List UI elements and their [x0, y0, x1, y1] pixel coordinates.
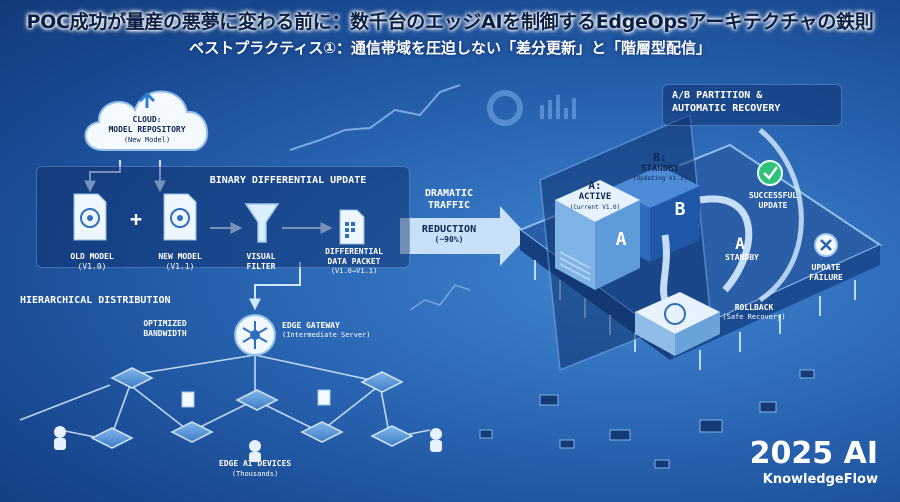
cloud-icon: [84, 90, 209, 151]
filter-label: VISUAL: [246, 252, 276, 261]
bandwidth-line2: BANDWIDTH: [143, 329, 187, 338]
old-model-version: (V1.0): [77, 262, 107, 271]
traffic-line3: REDUCTION: [421, 224, 477, 235]
failure-label-1: UPDATE: [811, 263, 841, 272]
traffic-line4: (~90%): [434, 235, 464, 244]
success-label-2: UPDATE: [758, 201, 788, 210]
brand-year: 2025 AI: [749, 436, 878, 471]
standby-a-letter: A: [735, 234, 745, 253]
partition-b-version: (Updating V1.1): [632, 175, 688, 182]
bandwidth-line1: OPTIMIZED: [143, 319, 187, 328]
rollback-sublabel: (Safe Recovery): [722, 313, 786, 321]
old-model-icon: [73, 193, 107, 241]
gateway-icon: [234, 314, 276, 356]
standby-a-text: STANDBY: [725, 253, 759, 262]
old-model-label: OLD MODEL: [70, 252, 114, 261]
partition-a-state: ACTIVE: [578, 192, 612, 202]
gateway-label: EDGE GATEWAY: [282, 321, 340, 330]
filter-label-2: FILTER: [246, 262, 276, 271]
partition-a-title: A:: [588, 179, 602, 192]
diff-heading: BINARY DIFFERENTIAL UPDATE: [209, 175, 367, 186]
cloud-line3: (New Model): [123, 136, 171, 144]
new-model-version: (V1.1): [165, 262, 195, 271]
edge-devices-network: [54, 367, 442, 462]
data-packet-icon: [339, 209, 365, 245]
cloud-line2: MODEL REPOSITORY: [108, 125, 186, 134]
ab-heading-2: AUTOMATIC RECOVERY: [672, 103, 781, 114]
partition-a-version: (Current V1.0): [569, 204, 621, 211]
cloud-line1: CLOUD:: [132, 115, 162, 124]
filter-icon: [244, 203, 280, 243]
partition-b-state: STANDBY: [641, 164, 679, 174]
new-model-icon: [163, 193, 197, 241]
packet-version: (V1.0→V1.1): [330, 267, 378, 275]
partition-b-letter: B: [674, 199, 686, 220]
devices-sublabel: (Thousands): [231, 470, 279, 478]
partition-a-letter: A: [615, 229, 627, 250]
brand-name: KnowledgeFlow: [762, 472, 878, 487]
traffic-line2: TRAFFIC: [427, 200, 471, 211]
devices-label: EDGE AI DEVICES: [218, 459, 292, 468]
success-label-1: SUCCESSFUL: [748, 191, 798, 200]
gateway-sublabel: (Intermediate Server): [282, 331, 371, 339]
packet-label: DIFFERENTIAL: [325, 247, 383, 256]
page-subtitle: ベストプラクティス①：通信帯域を圧迫しない「差分更新」と「階層型配信」: [188, 39, 712, 57]
failure-label-2: FAILURE: [809, 273, 843, 282]
page-title: POC成功が量産の悪夢に変わる前に：数千台のエッジAIを制御するEdgeOpsア…: [26, 11, 874, 33]
hier-heading: HIERARCHICAL DISTRIBUTION: [20, 295, 171, 306]
rollback-label: ROLLBACK: [734, 303, 774, 312]
ab-heading-1: A/B PARTITION &: [672, 90, 763, 101]
partition-b-title: B:: [653, 151, 667, 164]
traffic-line1: DRAMATIC: [424, 188, 474, 199]
new-model-label: NEW MODEL: [158, 252, 202, 261]
packet-label-2: DATA PACKET: [327, 257, 381, 266]
plus-sign: +: [129, 207, 143, 231]
ab-panel: [662, 84, 842, 126]
